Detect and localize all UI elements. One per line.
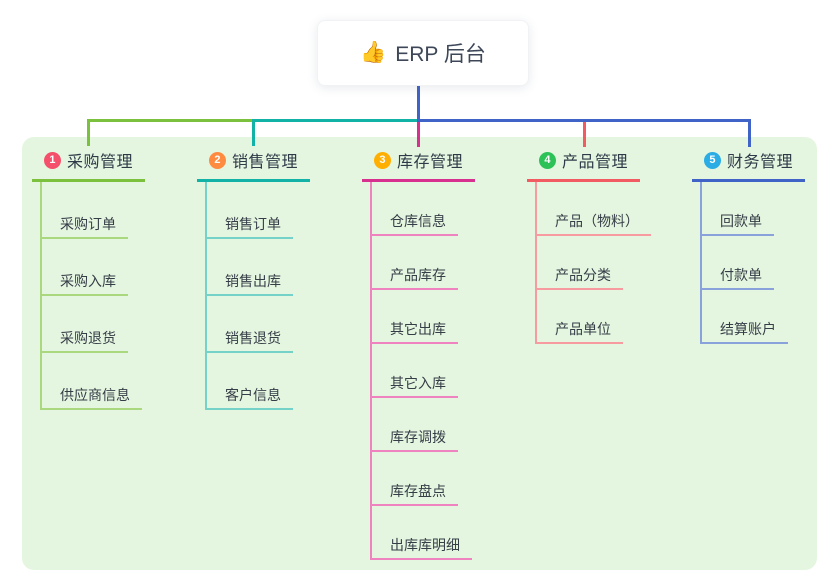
branch-number-badge: 1 [43, 151, 61, 169]
thumbs-up-icon: 👍 [360, 41, 387, 64]
child-node[interactable]: 销售出库 [207, 239, 293, 296]
branch-panel-background [22, 137, 817, 570]
branch-inventory: 3 库存管理 仓库信息 产品库存 其它出库 其它入库 库存调拨 库存盘点 出库库… [362, 148, 475, 560]
child-node[interactable]: 产品单位 [537, 290, 623, 344]
connector-stub-inventory [417, 122, 420, 147]
child-node[interactable]: 库存盘点 [372, 452, 458, 506]
child-node[interactable]: 出库库明细 [372, 506, 472, 560]
connector-stub-sales [252, 119, 255, 146]
branch-number-badge: 4 [538, 151, 556, 169]
child-node[interactable]: 客户信息 [207, 353, 293, 410]
branch-title: 产品管理 [561, 154, 628, 171]
child-node[interactable]: 供应商信息 [42, 353, 142, 410]
child-node[interactable]: 采购退货 [42, 296, 128, 353]
connector-rail-finance [417, 119, 751, 122]
branch-product-children: 产品（物料） 产品分类 产品单位 [535, 182, 651, 344]
branch-inventory-header[interactable]: 3 库存管理 [362, 148, 475, 182]
connector-stub-finance [748, 122, 751, 147]
branch-sales: 2 销售管理 销售订单 销售出库 销售退货 客户信息 [197, 148, 310, 410]
branch-title: 销售管理 [231, 154, 298, 171]
connector-root-drop [417, 84, 420, 120]
child-node[interactable]: 库存调拨 [372, 398, 458, 452]
child-node[interactable]: 产品分类 [537, 236, 623, 290]
branch-sales-header[interactable]: 2 销售管理 [197, 148, 310, 182]
branch-purchase-children: 采购订单 采购入库 采购退货 供应商信息 [40, 182, 145, 410]
connector-rail-sales [252, 119, 418, 122]
branch-title: 采购管理 [66, 154, 133, 171]
child-node[interactable]: 其它入库 [372, 344, 458, 398]
connector-stub-purchase [87, 119, 90, 146]
branch-title: 财务管理 [726, 154, 793, 171]
child-node[interactable]: 销售退货 [207, 296, 293, 353]
child-node[interactable]: 销售订单 [207, 182, 293, 239]
child-node[interactable]: 产品（物料） [537, 182, 651, 236]
branch-product: 4 产品管理 产品（物料） 产品分类 产品单位 [527, 148, 651, 344]
connector-stub-product [583, 122, 586, 147]
branch-title: 库存管理 [396, 154, 463, 171]
root-node[interactable]: 👍 ERP 后台 [317, 20, 529, 86]
branch-number-badge: 5 [703, 151, 721, 169]
child-node[interactable]: 付款单 [702, 236, 774, 290]
branch-finance-header[interactable]: 5 财务管理 [692, 148, 805, 182]
branch-product-header[interactable]: 4 产品管理 [527, 148, 640, 182]
branch-number-badge: 2 [208, 151, 226, 169]
child-node[interactable]: 采购订单 [42, 182, 128, 239]
child-node[interactable]: 回款单 [702, 182, 774, 236]
child-node[interactable]: 产品库存 [372, 236, 458, 290]
branch-purchase: 1 采购管理 采购订单 采购入库 采购退货 供应商信息 [32, 148, 145, 410]
branch-inventory-children: 仓库信息 产品库存 其它出库 其它入库 库存调拨 库存盘点 出库库明细 [370, 182, 475, 560]
branch-number-badge: 3 [373, 151, 391, 169]
child-node[interactable]: 仓库信息 [372, 182, 458, 236]
branch-purchase-header[interactable]: 1 采购管理 [32, 148, 145, 182]
branch-finance-children: 回款单 付款单 结算账户 [700, 182, 805, 344]
branch-finance: 5 财务管理 回款单 付款单 结算账户 [692, 148, 805, 344]
root-node-label: ERP 后台 [395, 43, 486, 66]
child-node[interactable]: 其它出库 [372, 290, 458, 344]
branch-sales-children: 销售订单 销售出库 销售退货 客户信息 [205, 182, 310, 410]
child-node[interactable]: 采购入库 [42, 239, 128, 296]
connector-rail-purchase [87, 119, 253, 122]
child-node[interactable]: 结算账户 [702, 290, 788, 344]
